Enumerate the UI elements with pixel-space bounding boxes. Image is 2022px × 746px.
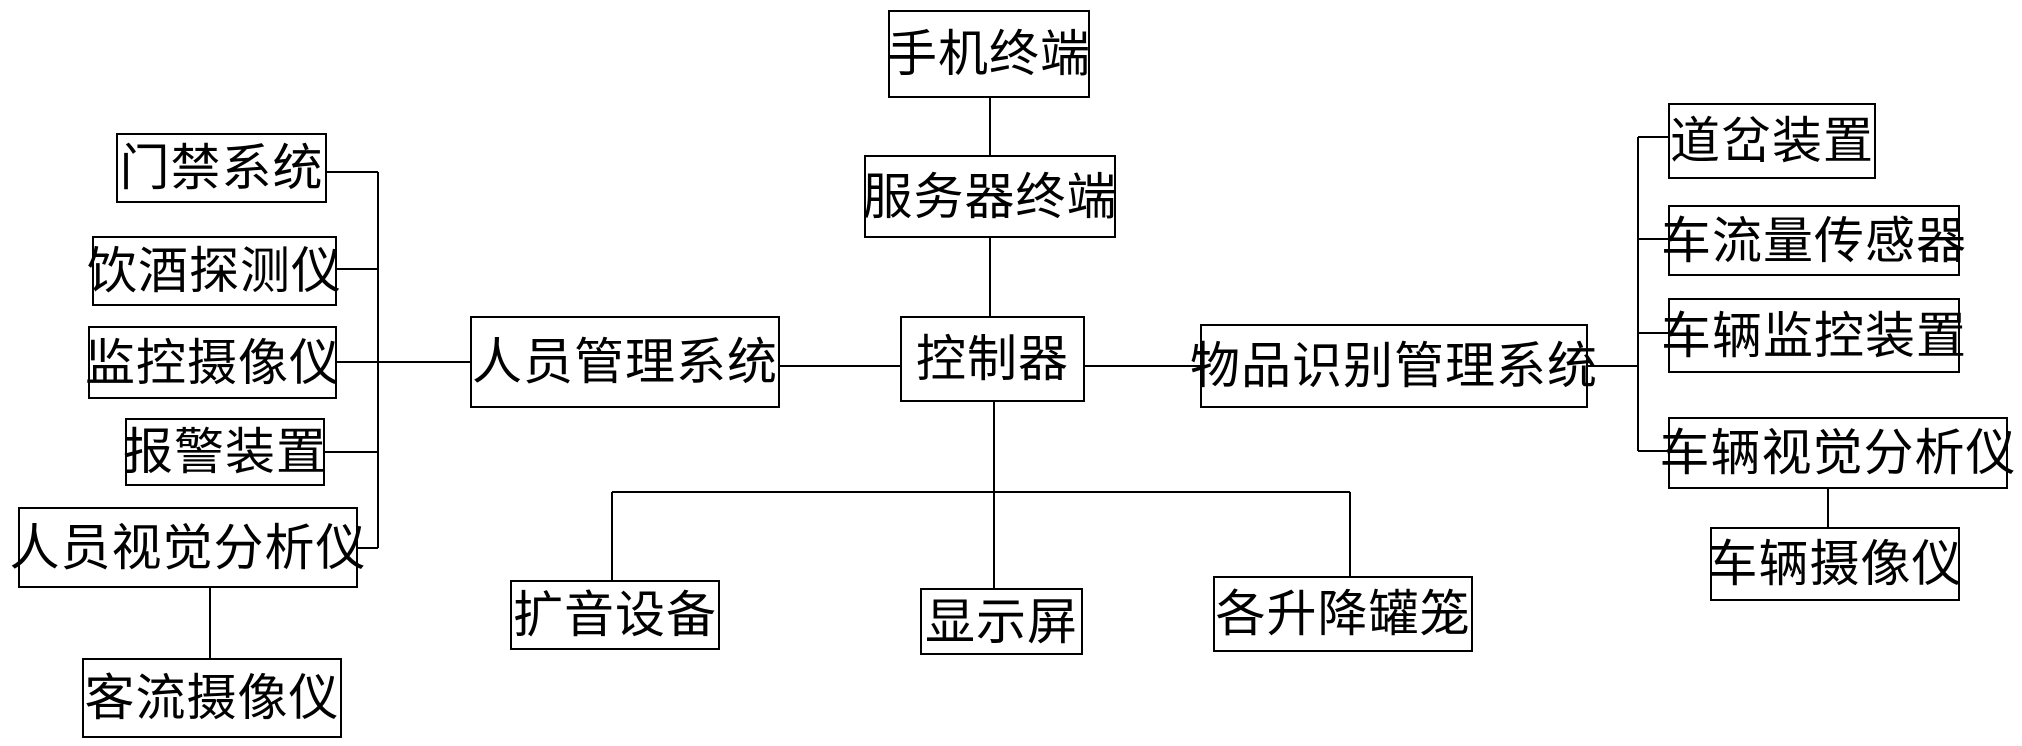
vehicle-vision-analyzer-box: 车辆视觉分析仪 bbox=[1660, 417, 2016, 489]
server-terminal-box: 服务器终端 bbox=[863, 155, 1117, 238]
mobile-terminal-box: 手机终端 bbox=[887, 10, 1090, 98]
access-control-box: 门禁系统 bbox=[116, 133, 327, 203]
lift-cages-box: 各升降罐笼 bbox=[1213, 576, 1473, 652]
turnout-device-box: 道岔装置 bbox=[1668, 103, 1876, 179]
personnel-vision-analyzer-box: 人员视觉分析仪 bbox=[10, 507, 366, 588]
vehicle-monitoring-device-box: 车辆监控装置 bbox=[1661, 298, 1966, 373]
passenger-flow-camera-box: 客流摄像仪 bbox=[82, 658, 342, 738]
traffic-flow-sensor-box: 车流量传感器 bbox=[1661, 205, 1966, 276]
vehicle-camera-box: 车辆摄像仪 bbox=[1708, 527, 1962, 601]
pa-equipment-box: 扩音设备 bbox=[510, 580, 720, 650]
display-screen-box: 显示屏 bbox=[920, 588, 1083, 655]
surveillance-camera-box: 监控摄像仪 bbox=[85, 326, 339, 399]
alcohol-detector-box: 饮酒探测仪 bbox=[87, 236, 341, 306]
item-recognition-management-box: 物品识别管理系统 bbox=[1190, 324, 1597, 408]
controller-box: 控制器 bbox=[900, 316, 1085, 402]
alarm-device-box: 报警装置 bbox=[123, 418, 326, 486]
personnel-management-box: 人员管理系统 bbox=[470, 316, 780, 408]
